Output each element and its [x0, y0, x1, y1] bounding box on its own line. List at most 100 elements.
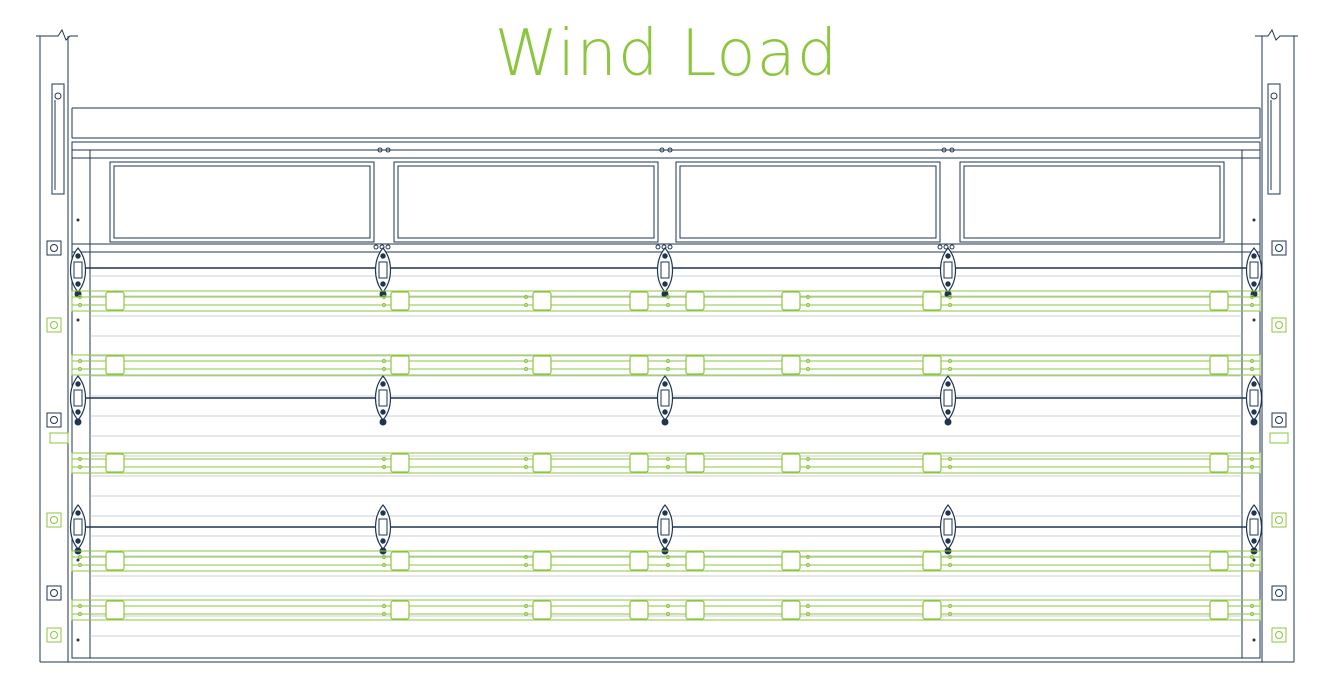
hinge — [939, 375, 957, 426]
hinge — [1245, 247, 1263, 298]
hinge-knuckle — [378, 518, 388, 536]
strut-clip — [685, 551, 705, 571]
stile-dot — [1252, 638, 1256, 642]
strut-hole — [805, 366, 811, 372]
jamb-bolt-left — [50, 244, 58, 252]
strut-clip — [532, 600, 552, 620]
window — [959, 161, 1225, 243]
bracket-bolt — [54, 92, 62, 100]
jamb-bracket-left — [46, 317, 62, 333]
strut-clip — [1209, 600, 1229, 620]
strut-clip — [105, 600, 125, 620]
hinge-knuckle — [660, 518, 670, 536]
strut-clip — [390, 551, 410, 571]
strut-clip — [1209, 291, 1229, 311]
strut-clip — [781, 600, 801, 620]
hinge-roller — [661, 418, 669, 426]
strut-outline — [71, 354, 1261, 376]
strut-clip — [685, 453, 705, 473]
strut-hole — [947, 464, 953, 470]
hinge-screw — [662, 281, 668, 287]
hinge-screw — [380, 409, 386, 415]
window-glass — [113, 165, 371, 239]
strut-clip — [105, 551, 125, 571]
hinge-screw — [1251, 538, 1257, 544]
jamb-bolt-right — [1275, 589, 1283, 597]
strut-hole — [523, 464, 529, 470]
strut-hole — [381, 554, 387, 560]
jamb-bracket-left — [46, 512, 62, 528]
strut-hole — [77, 294, 83, 300]
jamb-bolt-right — [1275, 321, 1283, 329]
rail-bolt — [949, 147, 955, 153]
jamb-bolt-left — [50, 631, 58, 639]
strut-clip — [781, 355, 801, 375]
hinge — [1245, 375, 1263, 426]
strut-hole — [1249, 554, 1255, 560]
hinge-roller — [944, 290, 952, 298]
hinge-roller — [944, 418, 952, 426]
strut-hole — [381, 456, 387, 462]
strut-outline — [71, 452, 1261, 474]
hinge-knuckle — [943, 389, 953, 407]
jamb-bracket-right — [1271, 512, 1287, 528]
hinge-screw — [75, 281, 81, 287]
strut-outline — [71, 550, 1261, 572]
strut-clip — [105, 355, 125, 375]
hinge-knuckle — [1249, 518, 1259, 536]
jamb-bracket-left — [46, 627, 62, 643]
strut-hole — [665, 611, 671, 617]
strut-hole — [947, 611, 953, 617]
rail-bolt — [377, 147, 383, 153]
rail-bolt — [941, 147, 947, 153]
strut-hole — [1249, 603, 1255, 609]
hinge-knuckle — [73, 261, 83, 279]
reinforcement-strut — [71, 550, 1261, 572]
jamb-bracket-right — [1271, 627, 1287, 643]
hinge-knuckle — [378, 389, 388, 407]
jamb-bolt-left — [50, 516, 58, 524]
hinge-knuckle — [943, 261, 953, 279]
strut-hole — [77, 611, 83, 617]
strut-hole — [805, 302, 811, 308]
strut-hole — [665, 358, 671, 364]
strut-clip — [781, 551, 801, 571]
strut-hole — [523, 456, 529, 462]
hinge-screw — [75, 510, 81, 516]
strut-hole — [665, 554, 671, 560]
strut-hole — [665, 603, 671, 609]
hinge-screw — [662, 538, 668, 544]
rail-bolt — [385, 147, 391, 153]
strut-hole — [77, 302, 83, 308]
hinge-knuckle — [73, 518, 83, 536]
hinge-screw — [662, 510, 668, 516]
hinge-knuckle — [943, 518, 953, 536]
strut-hole — [947, 366, 953, 372]
strut-clip — [390, 453, 410, 473]
strut-hole — [1249, 456, 1255, 462]
jamb-bracket-left — [46, 585, 62, 601]
window — [675, 161, 941, 243]
strut-hole — [665, 302, 671, 308]
jamb-bracket-left — [46, 412, 62, 428]
strut-hole — [523, 294, 529, 300]
strut-clip — [390, 291, 410, 311]
hinge-screw — [380, 281, 386, 287]
strut-clip — [390, 355, 410, 375]
strut-clip — [532, 551, 552, 571]
strut-clip — [629, 600, 649, 620]
jamb-bracket-right — [1271, 317, 1287, 333]
rail-bolt — [937, 244, 943, 250]
rail-bolt — [385, 244, 391, 250]
strut-hole — [77, 366, 83, 372]
strut-hole — [1249, 302, 1255, 308]
hinge-roller — [74, 290, 82, 298]
window — [109, 161, 375, 243]
strut-clip — [532, 453, 552, 473]
jamb-bolt-right — [1275, 416, 1283, 424]
strut-clip — [922, 453, 942, 473]
strut-hole — [947, 294, 953, 300]
jamb-bracket-right — [1271, 240, 1287, 256]
stile-dot — [76, 318, 80, 322]
strut-hole — [77, 562, 83, 568]
